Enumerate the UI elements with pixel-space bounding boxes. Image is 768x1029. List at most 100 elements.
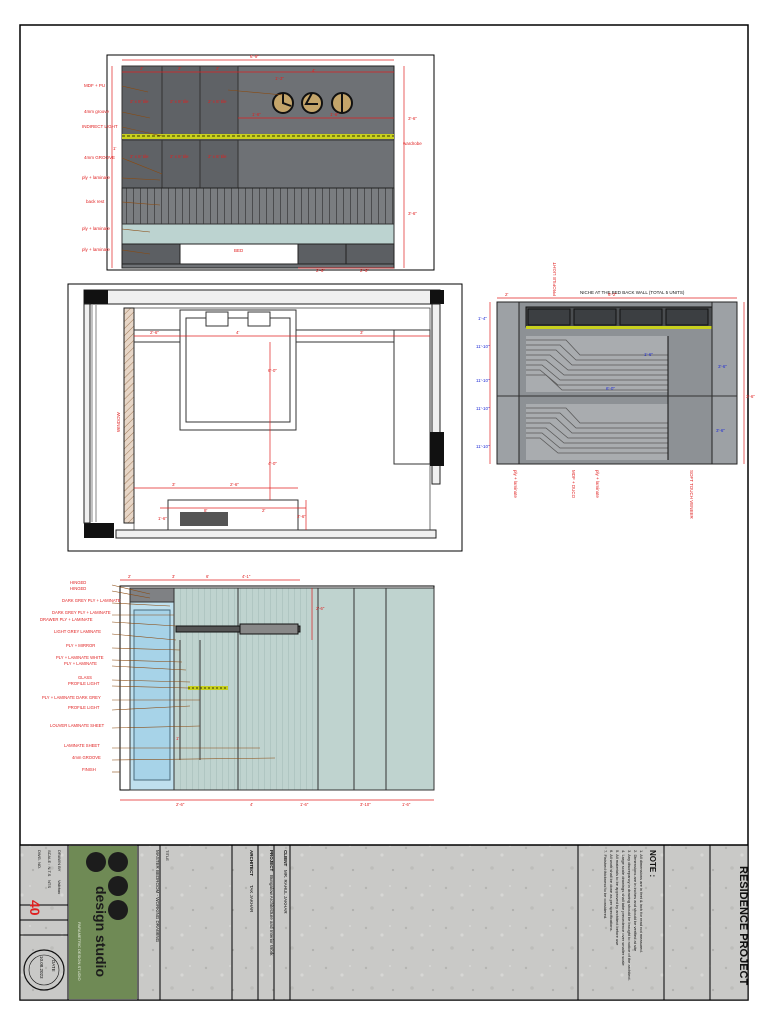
date-stamp (23, 949, 65, 991)
elev1-dim: 2'-6" (316, 268, 325, 273)
right-dim: 11'-10" (476, 378, 490, 383)
elev1-dim: 4' (312, 68, 316, 73)
elev1-label: 4mm groove (84, 109, 110, 114)
elev3-dim: 1'-6" (402, 802, 411, 807)
right-label: ply + laminate (513, 470, 518, 498)
elev1-label: ply + laminate (82, 226, 110, 231)
studio-tag: PARAMETRIC DESIGN STUDIO (77, 922, 82, 981)
plan-dim: 8' (204, 508, 208, 513)
elev1-label: back rest (86, 199, 105, 204)
plan-dim: 2'-6" (150, 330, 159, 335)
elev3-label: 4mm GROOVE (72, 755, 101, 760)
bedroom-floor-plan: 2'-6" 4' 3' 6'-0" 4'-0" 3' 2'-6" 8' 2' 1… (67, 283, 463, 552)
scale-label: SCALE : N.T.S (47, 850, 52, 877)
title-label: TITLE (165, 850, 170, 861)
elev3-label: GLASS (78, 675, 92, 680)
elev1-label: INDIRECT LIGHT (82, 124, 118, 129)
right-dim: 1'-4" (478, 316, 487, 321)
elev3-dim: 1' (176, 736, 179, 741)
elev3-label: PLY + LAMINATE WHITE (56, 655, 104, 660)
title-value: MASTER BEDROOM - WORKING DRAWING (155, 850, 160, 943)
elev3-label: PROFILE LIGHT (68, 681, 100, 686)
elev3-dim: 3'-10" (360, 802, 371, 807)
project-title: RESIDENCE PROJECT (737, 866, 749, 985)
right-dim: 6'-2" (608, 292, 617, 297)
plan-dim: 2' (262, 508, 266, 513)
plan-dim: 2'-6" (297, 514, 306, 519)
note-item: 3. Any discrepancy in drawing should be … (627, 850, 632, 981)
right-dim: 11'-10" (476, 406, 490, 411)
elev3-dim: 6' (206, 574, 209, 579)
note-item: 4. Large scale drawings shall take prece… (621, 850, 626, 966)
elev3-label: LOUVER LAMINATE SHEET (50, 723, 105, 728)
elev1-dim: 2' (140, 66, 144, 71)
elev3-label: HINGED (70, 580, 86, 585)
elev1-panel: 2' x 6' tile (130, 99, 149, 104)
plan-dim: 1'-6" (158, 516, 167, 521)
plan-dim: 3' (172, 482, 176, 487)
drawn-by: Vaibhav (57, 880, 62, 894)
note-item: 2. Dimensions are in inches and should b… (633, 850, 638, 952)
plan-dim: 4' (236, 330, 240, 335)
elev1-dim: 3'-6" (408, 116, 417, 121)
elev1-dim: 2'-6" (360, 268, 369, 273)
project-label: PROJECT (269, 850, 274, 872)
stamp-value: 10.08.2023 (39, 956, 44, 979)
wardrobe-elevation: HINGED HINGED DARK GREY PLY + LAMINATE D… (40, 574, 435, 807)
elev1-panel: 2' x 6' tile (208, 154, 227, 159)
client-value: MR. RAHUL JAKHAR (283, 870, 288, 914)
elev3-dim: 4'-1" (242, 574, 251, 579)
drawn-by-label: DRAWN BY (57, 850, 62, 872)
headboard-elevation: NICHE AT THE BED BACK WALL (TOTAL 5 UNIT… (476, 262, 755, 520)
right-label: ply + laminate (595, 470, 600, 498)
right-dim: 3'-6" (718, 364, 727, 369)
architect-label: ARCHITECT (249, 850, 254, 876)
elev1-dim: 1'-6" (252, 112, 261, 117)
elev3-dim: 2'-6" (316, 606, 325, 611)
elev3-label: PROFILE LIGHT (68, 705, 100, 710)
elev3-dim: 2' (128, 574, 131, 579)
elev3-dim: 2'-6" (176, 802, 185, 807)
elev1-dim: 1'-3" (275, 76, 284, 81)
elev3-label: DRAWER PLY + LAMINATE (40, 617, 93, 622)
right-label: SOFT TOUCH VENEER (689, 470, 694, 520)
note-item: 7. Finished thickness to be considered. (603, 850, 608, 919)
note-item: 1. All dimensions are in feet & inch for… (639, 850, 644, 953)
elev3-label: DARK GREY PLY + LAMINATE (52, 610, 111, 615)
bed-label: BED (234, 248, 244, 253)
architect-value: TAK JAKHAR (249, 885, 254, 913)
studio-name: design studio (93, 886, 109, 977)
elev1-dim: 2' (178, 66, 182, 71)
dwg-number: 40 (27, 900, 43, 916)
right-dim: 11'-10" (476, 444, 490, 449)
window-label: WINDOW (116, 412, 121, 432)
elev3-label: HINGED (70, 586, 86, 591)
elev3-label: LAMINATE SHEET (64, 743, 100, 748)
elev1-dim: 3'-6" (408, 211, 417, 216)
elev3-label: LIGHT GREY LAMINATE (54, 629, 101, 634)
right-dim: 1'-6" (644, 352, 653, 357)
elev1-panel: 2' x 6' tile (170, 154, 189, 159)
right-dim: 3'-6" (746, 394, 755, 399)
elev3-label: DARK GREY PLY + LAMINATE (62, 598, 121, 603)
bed-back-wall-elevation: MDF + PU 4mm groove INDIRECT LIGHT 4mm G… (82, 54, 435, 273)
elev1-label: ply + laminate (82, 247, 110, 252)
elev1-panel: 2' x 6' tile (170, 99, 189, 104)
elev3-label: FINISH (82, 767, 96, 772)
elev1-dim: 2' (216, 66, 220, 71)
elev1-dim: 6'-9" (250, 54, 259, 59)
scale-value: NTS (47, 880, 52, 888)
elev1-panel: 2' x 6' tile (208, 99, 227, 104)
elev3-dim: 4' (250, 802, 253, 807)
right-label: PROFILE LIGHT (552, 262, 557, 296)
right-dim: 11'-10" (476, 344, 490, 349)
stamp-label: DATE (51, 960, 56, 972)
elev3-label: PLY + LAMINATE DARK GREY (42, 695, 101, 700)
niche-title: NICHE AT THE BED BACK WALL (TOTAL 5 UNIT… (580, 290, 685, 295)
title-block: RESIDENCE PROJECT NOTE : 1. All dimensio… (19, 844, 749, 1001)
plan-dim: 6'-0" (268, 368, 277, 373)
note-item: 5. All materials to be approved by archi… (615, 850, 620, 946)
elev3-dim: 1'-6" (300, 802, 309, 807)
